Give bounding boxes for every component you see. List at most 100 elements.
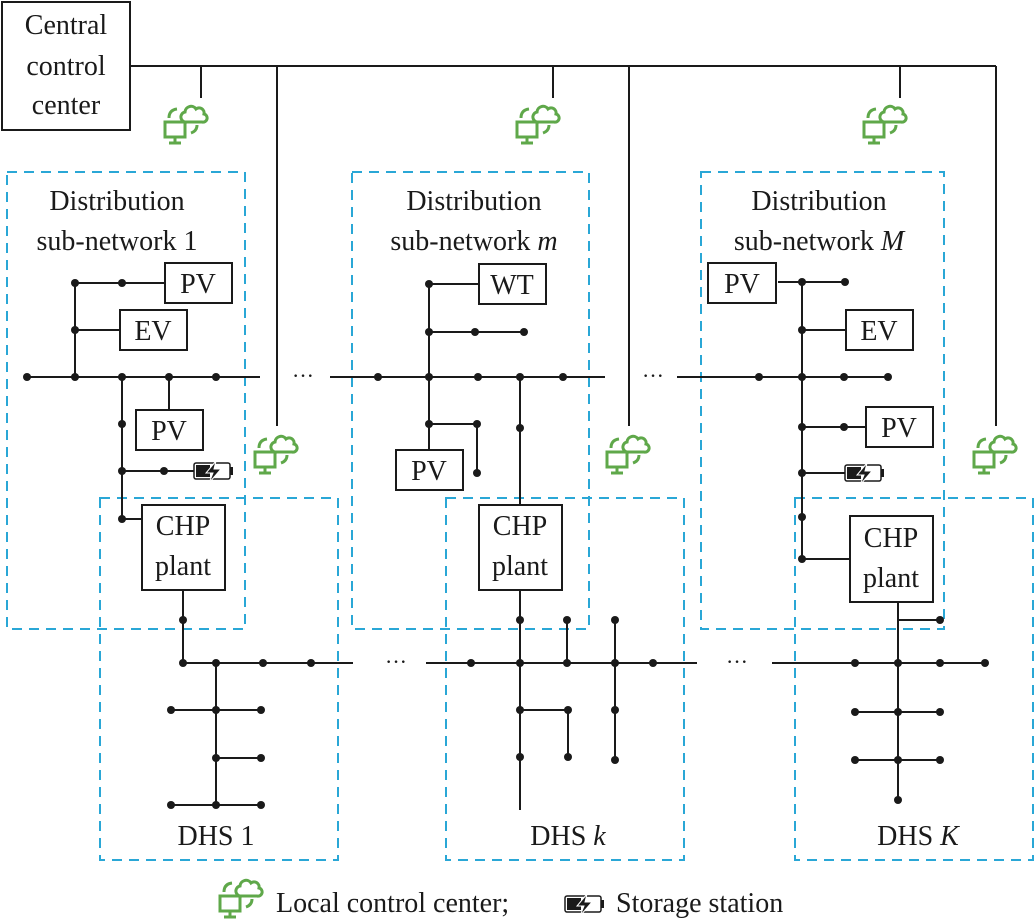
pv-device: PV <box>395 449 464 491</box>
central-control-center: Central control center <box>1 1 131 131</box>
bus-node <box>981 659 989 667</box>
subnetwork-M-title-line2: sub-network M <box>734 226 906 257</box>
subnetwork-M-boundary <box>700 171 945 630</box>
bus-node <box>798 326 806 334</box>
bus-node <box>259 659 267 667</box>
bus-node <box>516 424 524 432</box>
bus-node <box>425 373 433 381</box>
svg-text:CHP: CHP <box>864 523 918 554</box>
ellipsis: ··· <box>726 649 748 674</box>
bus-node <box>425 328 433 336</box>
ellipsis: ··· <box>292 363 314 388</box>
central-line1: Central <box>25 10 108 41</box>
svg-text:plant: plant <box>155 551 211 582</box>
bus-node <box>611 616 619 624</box>
dhs-K-boundary <box>794 497 1034 861</box>
svg-text:CHP: CHP <box>493 511 547 542</box>
bus-node <box>71 279 79 287</box>
bus-node <box>884 373 892 381</box>
bus-node <box>212 801 220 809</box>
bus-node <box>307 659 315 667</box>
legend: Local control center; Storage station <box>218 878 783 919</box>
legend-local-control-icon <box>218 878 264 919</box>
bus-node <box>798 423 806 431</box>
bus-node <box>516 616 524 624</box>
bus-node <box>840 373 848 381</box>
bus-node <box>894 708 902 716</box>
dhs-K-label: DHS K <box>877 821 960 852</box>
bus-node <box>516 753 524 761</box>
legend-storage-icon <box>564 893 605 917</box>
bus-node <box>165 373 173 381</box>
bus-nodes <box>23 278 989 809</box>
bus-node <box>894 756 902 764</box>
svg-text:EV: EV <box>860 316 897 347</box>
ev-device: EV <box>845 309 914 351</box>
bus-node <box>425 280 433 288</box>
legend-storage-label: Storage station <box>616 888 783 919</box>
bus-node <box>473 469 481 477</box>
bus-node <box>841 278 849 286</box>
bus-node <box>212 373 220 381</box>
ellipsis: ··· <box>385 649 407 674</box>
subnetwork-1-boundary <box>6 171 246 630</box>
dhs-1-boundary <box>99 497 339 861</box>
bus-node <box>257 801 265 809</box>
svg-text:plant: plant <box>863 563 919 594</box>
wt-device: WT <box>478 263 547 305</box>
bus-node <box>71 373 79 381</box>
bus-node <box>798 373 806 381</box>
bus-node <box>257 754 265 762</box>
local-control-center-icon <box>253 434 299 475</box>
bus-node <box>936 756 944 764</box>
bus-node <box>118 279 126 287</box>
bus-node <box>649 659 657 667</box>
local-control-center-icon <box>515 104 561 145</box>
bus-node <box>798 555 806 563</box>
bus-node <box>520 328 528 336</box>
bus-node <box>894 659 902 667</box>
subnetwork-1-title-line2: sub-network 1 <box>37 226 198 257</box>
bus-node <box>851 756 859 764</box>
bus-node <box>471 328 479 336</box>
svg-text:PV: PV <box>180 269 216 300</box>
bus-node <box>611 756 619 764</box>
bus-node <box>179 659 187 667</box>
chp-plant-K: CHP plant <box>849 515 934 603</box>
svg-text:PV: PV <box>151 416 187 447</box>
local-control-center-icon <box>605 434 651 475</box>
bus-node <box>564 753 572 761</box>
subnetwork-m-title-line1: Distribution <box>406 186 541 217</box>
svg-text:PV: PV <box>881 413 917 444</box>
ev-device: EV <box>119 309 188 351</box>
svg-text:PV: PV <box>411 456 447 487</box>
bus-node <box>374 373 382 381</box>
bus-node <box>257 706 265 714</box>
central-line3: center <box>32 90 101 121</box>
heat-network-wires <box>171 620 985 806</box>
local-control-center-icon <box>862 104 908 145</box>
bus-node <box>118 420 126 428</box>
bus-node <box>473 420 481 428</box>
bus-node <box>936 708 944 716</box>
bus-node <box>212 754 220 762</box>
bus-node <box>167 706 175 714</box>
dhs-k-boundary <box>445 497 685 861</box>
bus-node <box>71 326 79 334</box>
bus-node <box>936 659 944 667</box>
ellipsis: ··· <box>642 363 664 388</box>
bus-node <box>516 659 524 667</box>
subnetwork-m-title-line2: sub-network m <box>390 226 557 257</box>
bus-node <box>851 708 859 716</box>
svg-text:EV: EV <box>134 316 171 347</box>
bus-node <box>563 616 571 624</box>
bus-node <box>167 801 175 809</box>
bus-node <box>467 659 475 667</box>
storage-station-icon <box>193 460 234 484</box>
dhs-1-label: DHS 1 <box>177 821 254 852</box>
pv-device: PV <box>135 409 204 451</box>
bus-node <box>23 373 31 381</box>
central-line2: control <box>26 51 106 82</box>
